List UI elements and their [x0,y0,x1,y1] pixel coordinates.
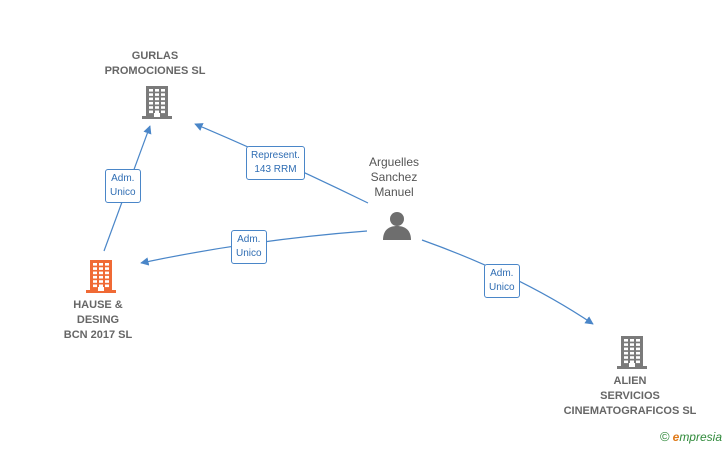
edge-label-arguelles-hause[interactable]: Adm. Unico [231,230,267,264]
label-line: Manuel [374,185,414,199]
label-line: DESING [76,314,120,326]
edge-label-line: Represent. [251,150,300,161]
edge-label-line: Unico [236,248,262,259]
label-line: GURLAS [131,50,179,62]
label-line: HAUSE & [73,299,123,311]
edge-label-arguelles-alien[interactable]: Adm. Unico [484,264,520,298]
brand-initial: e [672,430,680,444]
edge-label-arguelles-gurlas[interactable]: Represent. 143 RRM [246,146,305,180]
label-line: CINEMATOGRAFICOS SL [563,405,697,417]
label-line: SERVICIOS [600,390,660,402]
building-icon[interactable] [85,259,117,298]
label-line: PROMOCIONES SL [104,65,206,77]
person-icon[interactable] [382,210,412,245]
building-icon[interactable] [141,85,173,124]
node-label-hause[interactable]: HAUSE & DESING BCN 2017 SL [38,298,158,343]
label-line: Sanchez [370,170,418,184]
copyright-symbol: © [660,429,670,444]
label-line: ALIEN [613,375,647,387]
edge-label-line: 143 RRM [254,164,297,175]
label-line: Arguelles [368,155,420,169]
edge-label-line: Adm. [237,234,261,245]
node-label-gurlas[interactable]: GURLAS PROMOCIONES SL [95,49,215,79]
label-line: BCN 2017 SL [63,329,133,341]
node-label-arguelles[interactable]: Arguelles Sanchez Manuel [344,155,444,200]
edge-label-line: Adm. [490,268,514,279]
brand-logo: ©empresia [660,429,722,444]
edge-label-line: Unico [489,282,515,293]
edge-label-line: Unico [110,187,136,198]
building-icon[interactable] [616,335,648,374]
brand-name: mpresia [679,430,722,444]
edge-label-line: Adm. [111,173,135,184]
node-label-alien[interactable]: ALIEN SERVICIOS CINEMATOGRAFICOS SL [550,374,710,419]
edge-label-hause-gurlas[interactable]: Adm. Unico [105,169,141,203]
